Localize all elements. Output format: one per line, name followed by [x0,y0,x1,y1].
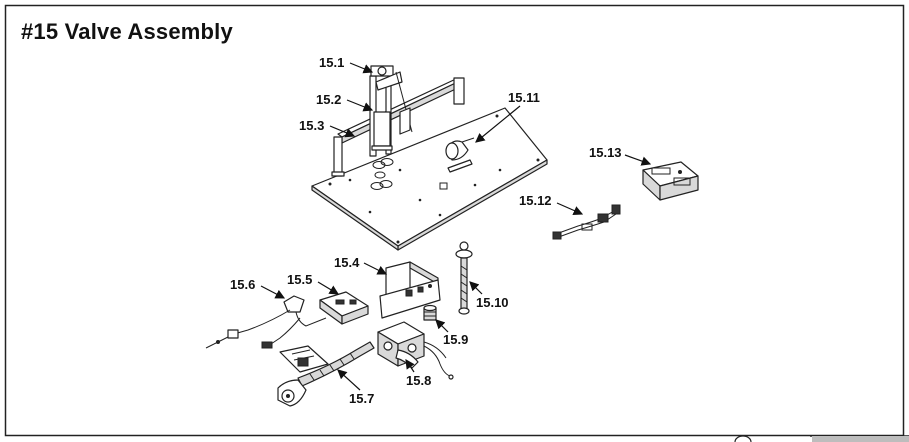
callout-15-3: 15.3 [299,118,324,133]
callout-15-10: 15.10 [476,295,509,310]
callout-15-9: 15.9 [443,332,468,347]
pilot-rod [455,241,473,315]
wire-harness [552,204,621,240]
flex-gas-line [277,341,375,407]
valve-bracket [379,261,441,319]
callout-15-2: 15.2 [316,92,341,107]
control-module [642,161,699,201]
gas-valve [377,321,454,380]
callout-15-7: 15.7 [349,391,374,406]
callout-15-11: 15.11 [508,90,540,105]
callout-15-5: 15.5 [287,272,312,287]
callout-15-8: 15.8 [406,373,431,388]
pilot-assembly [369,65,413,157]
callout-15-4: 15.4 [334,255,360,270]
callout-15-6: 15.6 [230,277,255,292]
igniter-module [319,291,369,325]
callout-15-1: 15.1 [319,55,344,70]
callout-15-12: 15.12 [519,193,552,208]
orifice-fitting [423,304,437,321]
callout-15-13: 15.13 [589,145,622,160]
sensor-wire [205,295,327,349]
page-title: #15 Valve Assembly [21,19,233,44]
mounting-plate [311,107,548,251]
diagram-border [4,4,905,437]
clamp-part [445,137,475,161]
